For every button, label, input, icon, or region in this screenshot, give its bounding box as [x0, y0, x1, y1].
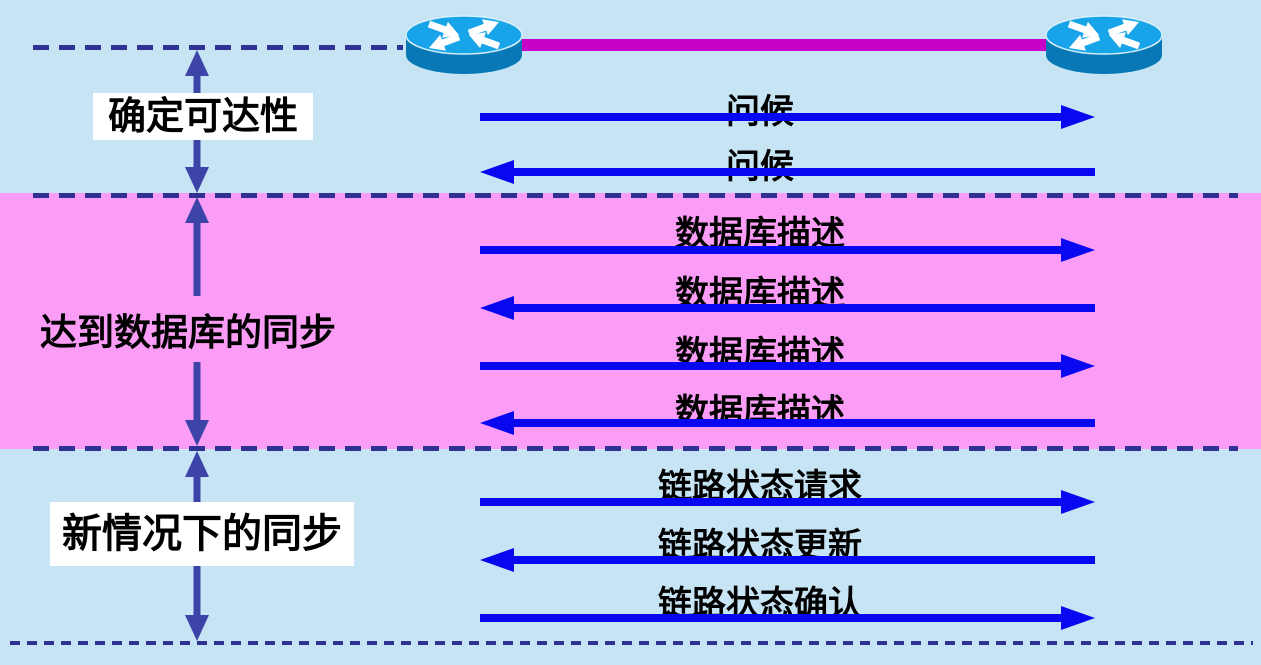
- arrow-head-icon: [480, 548, 514, 572]
- message-arrow-left: [480, 160, 1095, 184]
- message-arrow-right: [480, 490, 1095, 514]
- router-icon: [405, 15, 523, 74]
- message-arrow-right: [480, 354, 1095, 378]
- message-arrow-right: [480, 105, 1095, 129]
- message-arrow-left: [480, 548, 1095, 572]
- message-arrow-left: [480, 411, 1095, 435]
- phase-divider-top: [33, 45, 403, 50]
- message-arrow-right: [480, 606, 1095, 630]
- phase-divider-bottom: [10, 641, 1253, 645]
- router-icon: [1045, 15, 1163, 74]
- arrow-head-icon: [1061, 490, 1095, 514]
- message-arrow-left: [480, 296, 1095, 320]
- phase-label-reachability: 确定可达性: [93, 93, 313, 140]
- arrow-head-icon: [480, 296, 514, 320]
- message-label: 问候: [726, 147, 794, 187]
- message-label: 问候: [726, 92, 794, 132]
- phase-divider-2-3: [33, 446, 1238, 451]
- message-arrow-right: [480, 238, 1095, 262]
- arrow-head-icon: [1061, 105, 1095, 129]
- phase-label-database-sync: 达到数据库的同步: [30, 296, 346, 362]
- arrow-head-icon: [480, 160, 514, 184]
- router-link-line: [462, 39, 1057, 51]
- arrow-head-icon: [1061, 354, 1095, 378]
- phase-label-new-sync: 新情况下的同步: [50, 502, 354, 566]
- arrow-head-icon: [1061, 238, 1095, 262]
- arrow-head-icon: [1061, 606, 1095, 630]
- arrow-head-icon: [480, 411, 514, 435]
- phase-divider-1-2: [33, 193, 1238, 198]
